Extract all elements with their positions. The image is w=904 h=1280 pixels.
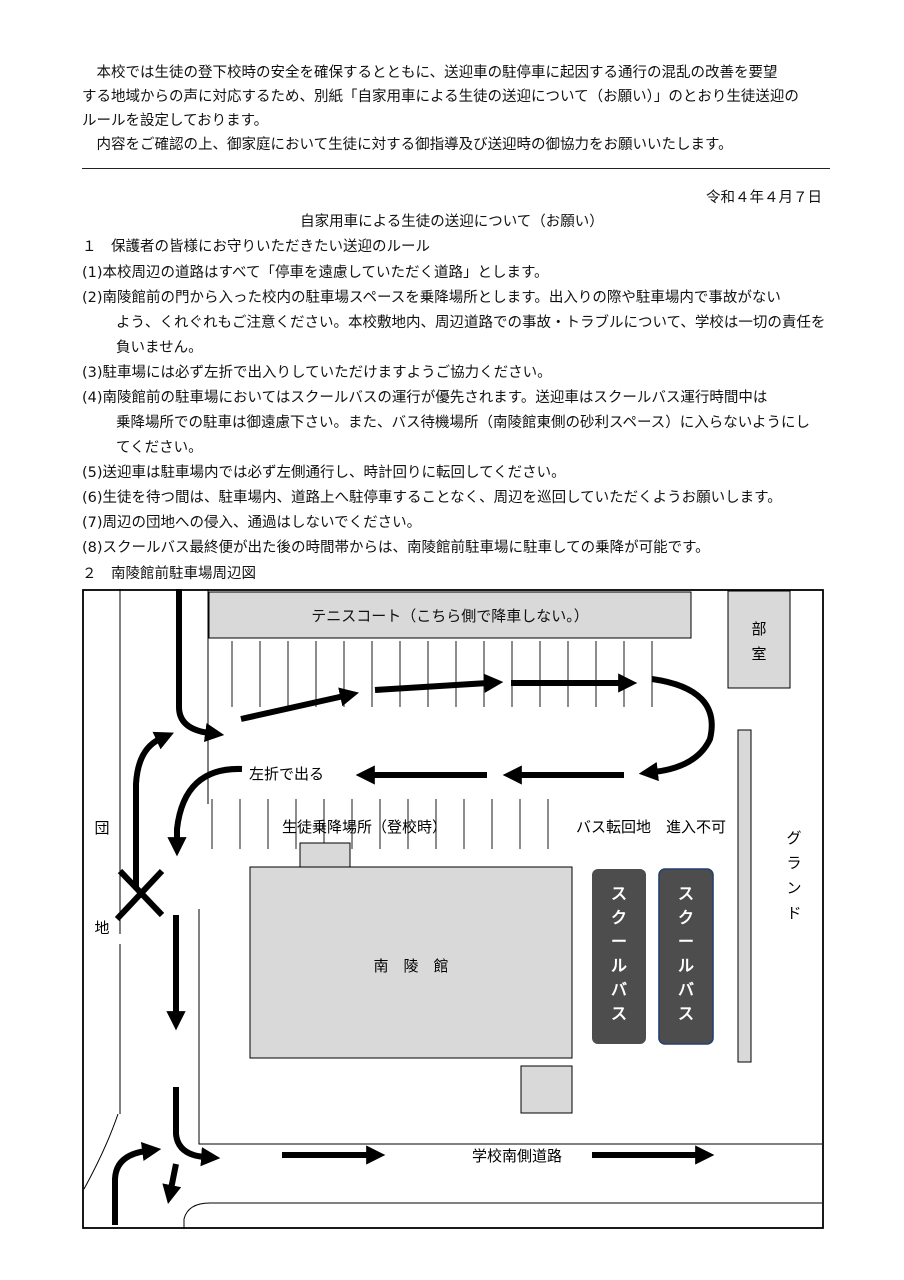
bus-2-char-5: バ (678, 980, 694, 999)
exit-left-label: 左折で出る (249, 765, 324, 783)
turn-arrow (638, 676, 715, 782)
parking-area-map: テニスコート（こちら側で降車しない。） 部 室 グ ラ ン ド 団 地 南 陵 … (82, 589, 824, 1229)
nanryokan-label: 南 陵 館 (373, 957, 448, 975)
small-down-arrow (162, 1163, 182, 1205)
section-2-heading: ２ 南陵館前駐車場周辺図 (82, 566, 256, 582)
rule-7: (7)周辺の団地への侵入、通過はしないでください。 (82, 515, 422, 531)
document-date: 令和４年４月７日 (706, 190, 822, 206)
south-turn-arrow (173, 1087, 221, 1167)
rule-2-line-1: (2)南陵館前の門から入った校内の駐車場スペースを乗降場所とします。出入りの際や… (82, 290, 781, 306)
school-bus-1 (592, 869, 646, 1044)
tennis-court-label: テニスコート（こちら側で降車しない。） (311, 607, 589, 625)
rule-4-line-3: てください。 (116, 440, 203, 456)
danchi-label-1: 団 (94, 819, 109, 837)
tennis-court (208, 591, 692, 639)
intro-line-2: する地域からの声に対応するため、別紙「自家用車による生徒の送迎について（お願い）… (82, 89, 799, 105)
club-room-label-2: 室 (751, 645, 766, 663)
rule-4-line-2: 乗降場所での駐車は御遠慮下さい。また、バス待機場所（南陵館東側の砂利スペース）に… (116, 415, 810, 431)
bus-1-char-2: ク (611, 908, 627, 927)
dropoff-box (299, 842, 351, 868)
ground-label-2: ラ (786, 854, 801, 872)
bus-2-char-4: ル (678, 956, 694, 975)
south-road-label: 学校南側道路 (472, 1147, 562, 1165)
bus-1-char-5: バ (611, 980, 627, 999)
entry-from-south-arrow (112, 1141, 162, 1225)
bus-2-char-6: ス (678, 1004, 694, 1023)
bus-1-char-1: ス (611, 884, 627, 903)
rule-2-line-2: よう、くれぐれもご注意ください。本校敷地内、周辺道路での事故・トラブルについて、… (116, 315, 826, 331)
intro-line-4: 内容をご確認の上、御家庭において生徒に対する御指導及び送迎時の御協力をお願いいた… (96, 137, 733, 153)
map-border (82, 589, 824, 1229)
bus-1-char-6: ス (611, 1004, 627, 1023)
entry-arrow (176, 589, 225, 743)
rule-5: (5)送迎車は駐車場内では必ず左側通行し、時計回りに転回してください。 (82, 465, 566, 481)
exit-arrow (167, 765, 243, 857)
no-entry-x-mark (114, 868, 165, 922)
ground-strip (737, 729, 752, 1063)
ground-label-3: ン (786, 879, 801, 897)
danchi-label-2: 地 (94, 919, 109, 937)
bus-2-char-3: ー (678, 932, 694, 951)
rule-6: (6)生徒を待つ間は、駐車場内、道路上へ駐停車することなく、周辺を巡回していただ… (82, 490, 782, 506)
ground-label-1: グ (786, 829, 801, 847)
dropoff-label: 生徒乗降場所（登校時） (282, 818, 447, 836)
return-arrow (133, 731, 174, 889)
bus-2-char-1: ス (678, 884, 694, 903)
bus-1-char-3: ー (611, 932, 627, 951)
bus-1-char-4: ル (611, 956, 627, 975)
intro-line-1: 本校では生徒の登下校時の安全を確保するとともに、送迎車の駐停車に起因する通行の混… (96, 65, 778, 81)
rule-2-line-3: 負いません。 (116, 340, 203, 356)
club-room (727, 590, 791, 689)
rule-1: (1)本校周辺の道路はすべて「停車を遠慮していただく道路」とします。 (82, 265, 549, 281)
rule-3: (3)駐車場には必ず左折で出入りしていただけますようご協力ください。 (82, 365, 552, 381)
nanryokan-building (249, 866, 573, 1059)
ground-label-4: ド (786, 904, 801, 922)
horizontal-divider (82, 168, 830, 169)
section-1-heading: １ 保護者の皆様にお守りいただきたい送迎のルール (82, 239, 430, 255)
rule-4-line-1: (4)南陵館前の駐車場においてはスクールバスの運行が優先されます。送迎車はスクー… (82, 390, 768, 406)
small-building (520, 1065, 573, 1114)
bus-turnaround-label: バス転回地 進入不可 (576, 818, 726, 836)
intro-line-3: ルールを設定しております。 (82, 113, 269, 129)
flow-arrow-1 (240, 687, 359, 722)
school-bus-2 (658, 868, 714, 1045)
club-room-label-1: 部 (751, 620, 766, 638)
document-title: 自家用車による生徒の送迎について（お願い） (300, 214, 604, 230)
bus-2-char-2: ク (678, 908, 694, 927)
road-edges (83, 589, 822, 1229)
rule-8: (8)スクールバス最終便が出た後の時間帯からは、南陵館前駐車場に駐車しての乗降が… (82, 540, 710, 556)
flow-arrow-2 (374, 673, 504, 693)
